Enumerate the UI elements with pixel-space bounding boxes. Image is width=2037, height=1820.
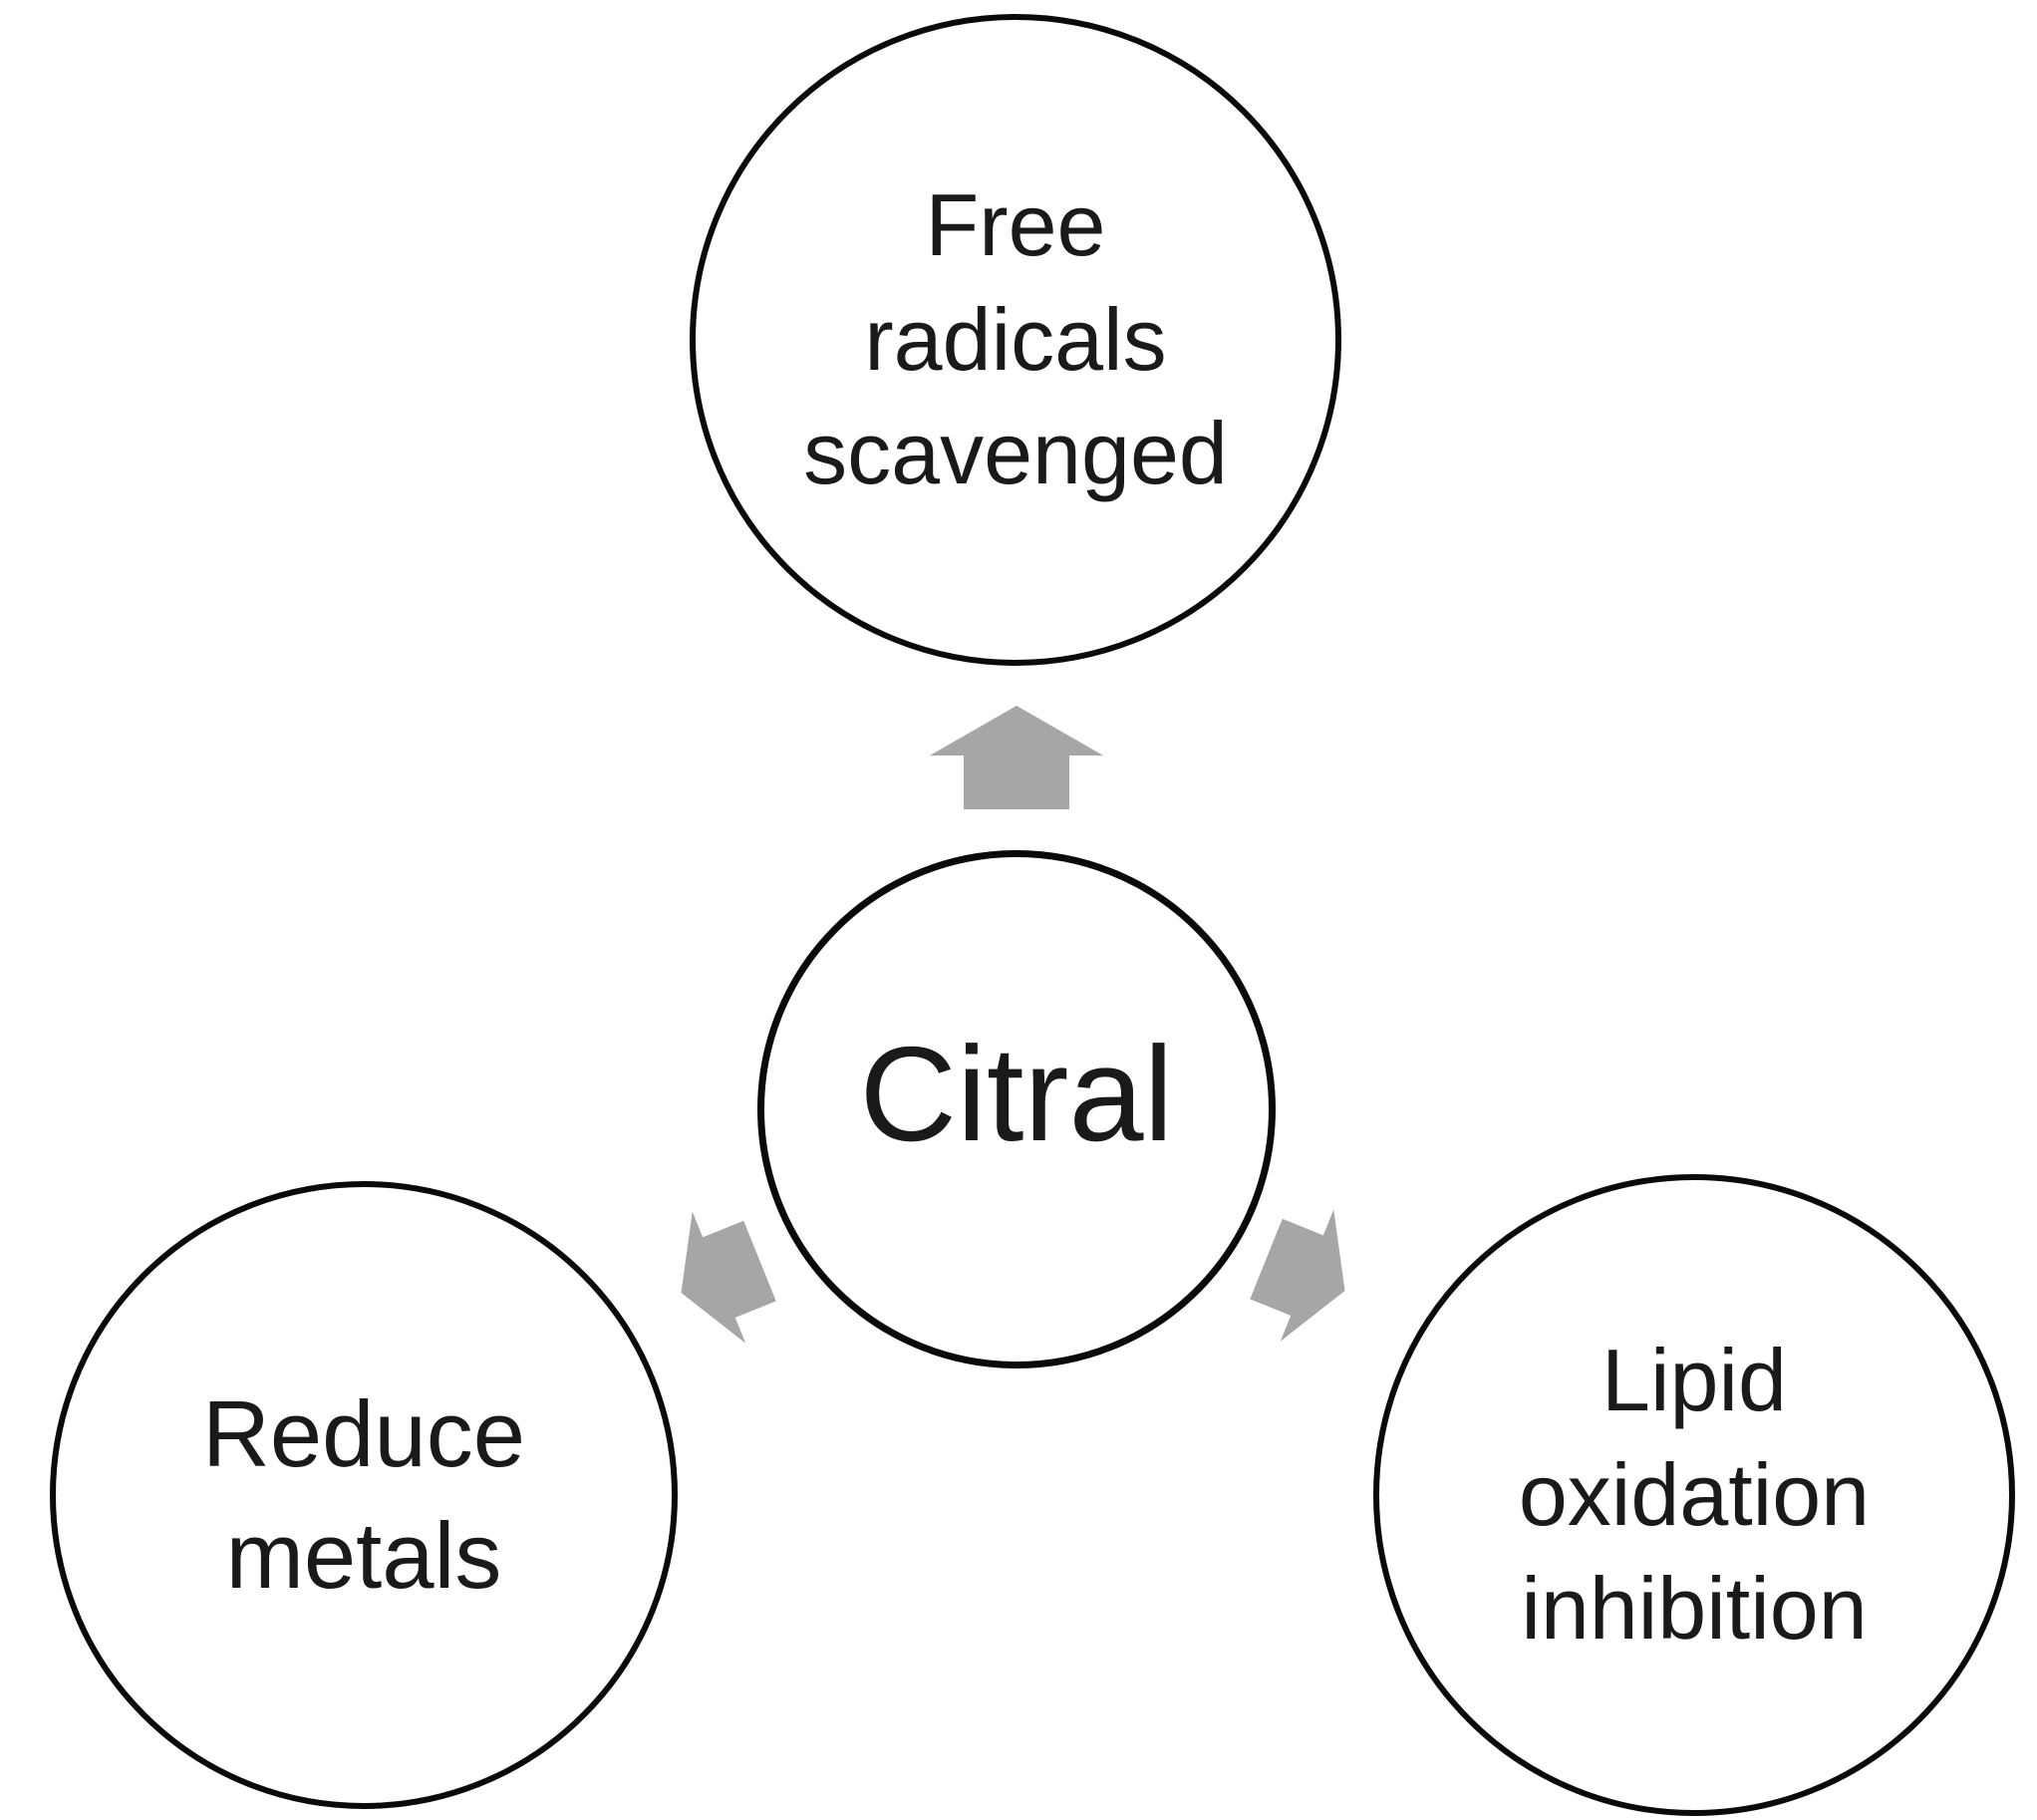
node-free-radicals-scavenged: Free radicals scavenged bbox=[690, 14, 1341, 666]
node-lipid-oxidation-inhibition: Lipid oxidation inhibition bbox=[1373, 1174, 2015, 1816]
node-citral: Citral bbox=[757, 850, 1276, 1368]
node-reduce-metals: Reduce metals bbox=[50, 1181, 678, 1809]
node-citral-label: Citral bbox=[859, 1018, 1174, 1169]
block-arrow-down-right-icon bbox=[1250, 1209, 1345, 1342]
block-arrow-up-icon bbox=[930, 706, 1103, 809]
node-reduce-metals-label: Reduce metals bbox=[202, 1380, 525, 1608]
node-free-radicals-scavenged-label: Free radicals scavenged bbox=[803, 175, 1228, 503]
node-lipid-oxidation-inhibition-label: Lipid oxidation inhibition bbox=[1518, 1331, 1871, 1659]
block-arrow-down-left-icon bbox=[681, 1211, 776, 1344]
